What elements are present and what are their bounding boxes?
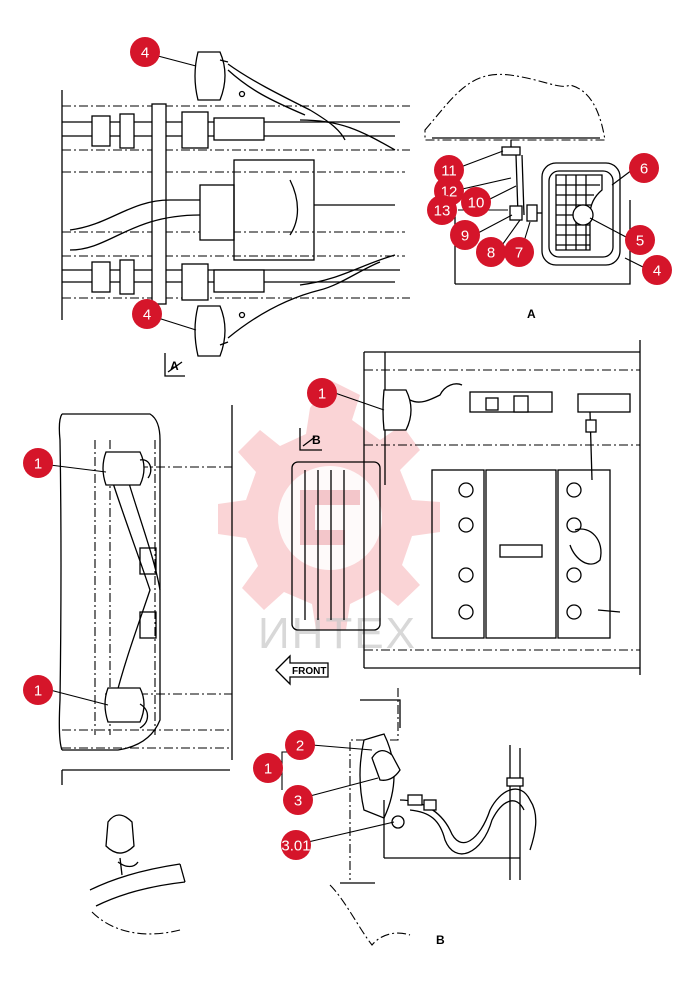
callout-number: 5 [636,233,644,250]
callout-marker [427,195,457,225]
callout-marker [283,785,313,815]
callout-0: 4 [130,37,160,67]
callout-marker [253,753,283,783]
callout-marker [504,237,534,267]
callout-14: 1 [23,675,53,705]
callout-18: 3.01 [281,830,311,860]
callout-marker [450,220,480,250]
side-frame-view [58,405,233,785]
callout-number: 8 [487,245,495,262]
callout-13: 1 [23,448,53,478]
callout-7: 13 [427,195,457,225]
callout-marker [130,37,160,67]
callout-4: 4 [642,255,672,285]
front-arrow-label: FRONT [292,666,326,677]
callout-1: 4 [132,299,162,329]
callout-number: 3 [294,793,302,810]
callout-number: 4 [143,307,151,324]
callout-17: 3 [283,785,313,815]
callout-number: 4 [653,263,661,280]
callout-16: 1 [253,753,283,783]
callout-number: 13 [434,203,451,220]
callout-marker [629,153,659,183]
watermark-inner [278,466,382,570]
callout-10: 8 [476,237,506,267]
detail-a: A [424,73,631,321]
callout-12: 1 [307,378,337,408]
bracket-detail [89,814,186,935]
detail-b: B [329,688,537,947]
callout-marker [307,378,337,408]
callout-3: 5 [625,225,655,255]
callout-number: 10 [468,195,485,212]
callout-number: 1 [318,386,326,403]
callout-number: 6 [640,161,648,178]
leader-lines [49,55,646,843]
detail-b-label: B [436,933,445,947]
front-arrow: FRONT [275,654,329,686]
callout-marker [642,255,672,285]
detail-a-label: A [527,307,536,321]
callout-marker [625,225,655,255]
callout-marker [132,299,162,329]
callout-number: 7 [515,245,523,262]
callout-marker [281,830,311,860]
section-arrow-b-label: B [312,433,321,447]
callout-marker [476,237,506,267]
callout-2: 6 [629,153,659,183]
callout-number: 2 [296,738,304,755]
callout-5: 11 [434,155,464,185]
callout-marker [461,187,491,217]
plan-view: B FRONT [275,340,641,686]
callout-number: 3.01 [281,838,310,855]
top-frame-view: A [61,51,410,377]
callout-number: 4 [141,45,149,62]
callout-number: 1 [34,456,42,473]
callout-marker [23,675,53,705]
watermark-text: ИНТЕХ [258,609,417,658]
callout-marker [434,155,464,185]
callout-number: 1 [34,683,42,700]
callout-8: 10 [461,187,491,217]
callout-9: 9 [450,220,480,250]
callout-number: 1 [264,761,272,778]
callout-number: 11 [441,163,457,180]
callout-marker [285,730,315,760]
callout-15: 2 [285,730,315,760]
callout-marker [23,448,53,478]
callout-11: 7 [504,237,534,267]
callout-number: 9 [461,228,469,245]
section-arrow-a-label: A [170,359,179,373]
